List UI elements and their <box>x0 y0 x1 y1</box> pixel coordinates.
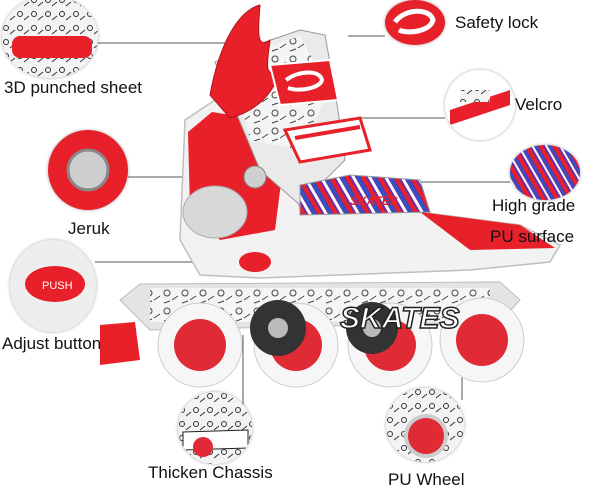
zoom-wheel <box>386 388 464 462</box>
wing-decoration <box>209 4 281 119</box>
label-high-grade-line1: High grade <box>492 196 576 215</box>
toe-red <box>420 212 555 250</box>
zoom-high-grade <box>510 145 580 200</box>
striped-upper <box>299 174 431 216</box>
label-safety-lock: Safety lock <box>455 13 539 32</box>
label-velcro: Velcro <box>515 95 563 114</box>
brake-pad <box>100 322 140 365</box>
label-pu-wheel: PU Wheel <box>388 470 465 489</box>
zoom-chassis <box>178 392 252 464</box>
zoom-safety-lock <box>385 0 445 45</box>
zoom-punched-sheet <box>2 0 98 78</box>
label-3d-punched-sheet: 3D punched sheet <box>4 78 142 97</box>
label-high-grade-line2: PU surface <box>490 227 575 246</box>
cuff-buckle <box>268 58 340 107</box>
push-button-label: PUSH <box>42 280 73 292</box>
frame-brand: SKATES <box>340 302 459 335</box>
wheels <box>157 297 525 388</box>
label-thicken-chassis: Thicken Chassis <box>148 463 273 482</box>
cuff-brand: SKATES <box>350 194 398 208</box>
adjust-button-red <box>239 252 271 272</box>
label-adjust-button: Adjust button <box>2 334 102 353</box>
zoom-jeruk <box>48 130 128 210</box>
shell-vent <box>182 185 248 239</box>
heel-knob <box>243 165 267 189</box>
zoom-velcro <box>445 70 515 140</box>
label-jeruk: Jeruk <box>68 219 110 238</box>
zoom-adjust-button: PUSH <box>10 240 96 332</box>
